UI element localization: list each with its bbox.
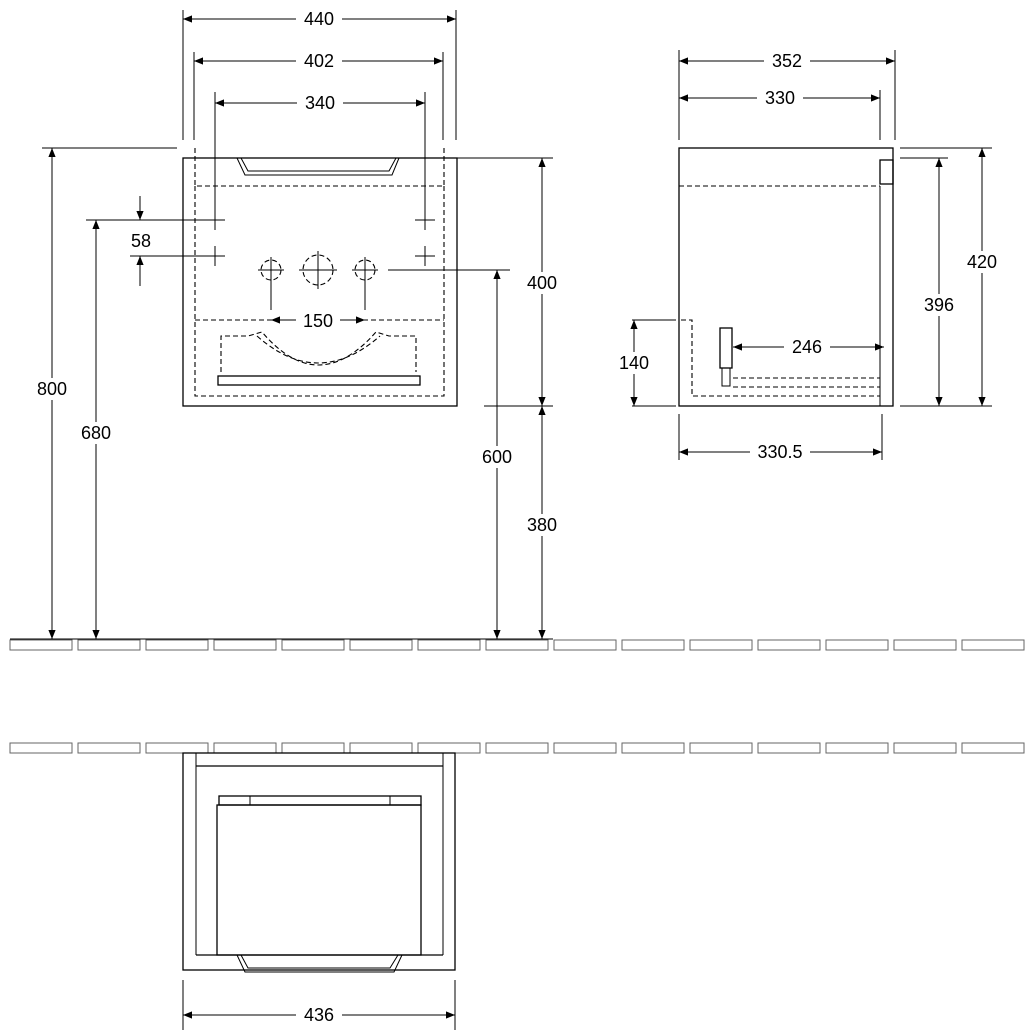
side-drawer xyxy=(681,319,880,397)
floor-tile xyxy=(213,639,277,651)
dim-140: 140 xyxy=(619,353,649,373)
front-top-rail xyxy=(194,148,445,187)
floor-tile xyxy=(689,639,753,651)
wall-tile xyxy=(621,742,685,754)
front-siphon-cutout xyxy=(220,331,417,372)
dim-600: 600 xyxy=(482,447,512,467)
dim-330-5: 330.5 xyxy=(757,442,802,462)
floor-tile xyxy=(145,639,209,651)
top-view: 436 xyxy=(182,752,456,1030)
floor-tile xyxy=(349,639,413,651)
dim-436: 436 xyxy=(304,1005,334,1025)
wall-tile xyxy=(145,742,209,754)
dim-440: 440 xyxy=(304,9,334,29)
dim-400: 400 xyxy=(527,273,557,293)
front-siphon-cutout-inner xyxy=(256,335,381,364)
floor-tile xyxy=(961,639,1025,651)
dim-380: 380 xyxy=(527,515,557,535)
top-drawer-body xyxy=(216,804,422,956)
floor-tile xyxy=(417,639,481,651)
floor-tile xyxy=(893,639,957,651)
front-handle-recess xyxy=(236,157,400,176)
wall-tile xyxy=(825,742,889,754)
wall-tile xyxy=(689,742,753,754)
side-siphon-block xyxy=(719,327,733,369)
tap-holes xyxy=(258,251,378,289)
wall-tile xyxy=(9,742,73,754)
dim-58: 58 xyxy=(131,231,151,251)
floor-tile xyxy=(553,639,617,651)
front-view: 440 402 340 58 800 680 400 600 380 xyxy=(10,8,564,640)
side-extension-lines xyxy=(632,50,992,460)
top-cabinet-outline xyxy=(182,752,456,971)
wall-tile xyxy=(893,742,957,754)
wall-tile xyxy=(349,742,413,754)
wall-tile xyxy=(417,742,481,754)
wall-tile xyxy=(485,742,549,754)
dim-352: 352 xyxy=(772,51,802,71)
dim-402: 402 xyxy=(304,51,334,71)
dim-800: 800 xyxy=(37,379,67,399)
floor-tile xyxy=(281,639,345,651)
floor-tile xyxy=(825,639,889,651)
floor-tiles xyxy=(9,639,1025,651)
front-drawer-base xyxy=(217,375,421,386)
front-cabinet-outline xyxy=(182,157,458,407)
wall-tile xyxy=(757,742,821,754)
dim-340: 340 xyxy=(305,93,335,113)
dim-680: 680 xyxy=(81,423,111,443)
top-handle xyxy=(236,954,403,973)
wall-tile xyxy=(553,742,617,754)
floor-tile xyxy=(621,639,685,651)
front-inner-carcass xyxy=(194,186,445,397)
mount-holes xyxy=(205,210,435,266)
wall-tile xyxy=(961,742,1025,754)
wall-tiles xyxy=(9,742,1025,754)
floor-tile xyxy=(9,639,73,651)
dim-396: 396 xyxy=(924,295,954,315)
wall-tile xyxy=(77,742,141,754)
floor-tile xyxy=(757,639,821,651)
dim-330: 330 xyxy=(765,88,795,108)
side-cabinet-outline xyxy=(678,147,894,407)
top-drawer-top xyxy=(218,795,422,806)
dim-150: 150 xyxy=(303,311,333,331)
floor-tile xyxy=(485,639,549,651)
front-extension-lines xyxy=(10,10,553,640)
dim-420: 420 xyxy=(967,252,997,272)
dim-246: 246 xyxy=(792,337,822,357)
side-handle xyxy=(879,159,894,185)
wall-tile xyxy=(213,742,277,754)
floor-tile xyxy=(77,639,141,651)
side-view: 352 330 420 396 140 246 330.5 xyxy=(612,50,1004,463)
wall-tile xyxy=(281,742,345,754)
